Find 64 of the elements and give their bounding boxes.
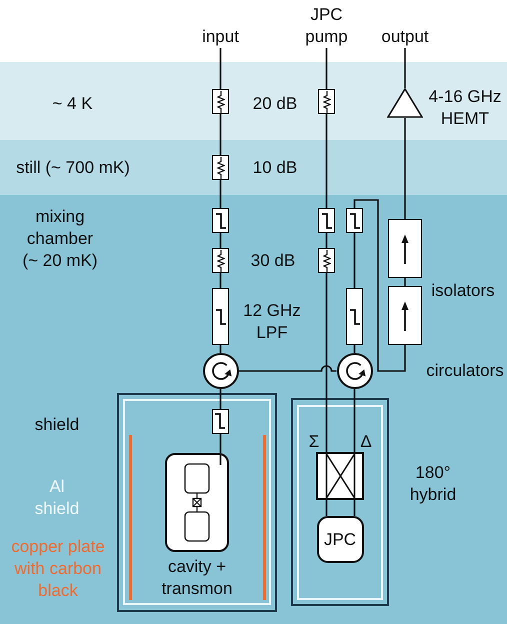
wire <box>220 48 222 89</box>
wire <box>220 233 222 248</box>
filter-box <box>212 288 229 345</box>
component-label: 12 GHz LPF <box>242 300 302 344</box>
component-label: isolators <box>430 280 496 302</box>
circulator-circle <box>336 353 372 389</box>
wire <box>354 389 356 452</box>
temperature-band <box>0 195 507 624</box>
wire <box>326 48 328 89</box>
component-label: 4-16 GHz HEMT <box>428 86 502 130</box>
attenuator-box <box>318 248 335 273</box>
port-label: JPC pump <box>296 4 357 48</box>
wire <box>220 180 222 208</box>
filter-box <box>346 208 363 233</box>
component-label: circulators <box>425 360 505 382</box>
shield-label: shield <box>34 414 80 436</box>
circulator-circle <box>202 353 238 389</box>
wire <box>404 118 406 219</box>
wire <box>326 500 328 516</box>
attenuator-box <box>318 89 335 114</box>
attenuation-label: 10 dB <box>252 157 298 179</box>
filter-box <box>212 408 228 434</box>
filter-box <box>318 208 335 233</box>
port-label: Δ <box>359 431 373 451</box>
wire <box>354 199 406 372</box>
filter-box <box>346 288 363 345</box>
wire <box>220 273 222 288</box>
wire <box>220 114 222 155</box>
amplifier-triangle <box>387 88 423 118</box>
component-label: cavity + transmon <box>160 556 234 600</box>
wire <box>220 389 222 409</box>
port-label: Σ <box>308 431 320 451</box>
wire <box>354 233 356 288</box>
port-label: input <box>190 26 251 48</box>
wire <box>238 365 336 372</box>
wire <box>220 434 222 453</box>
wire <box>326 233 328 248</box>
stage-label: still (~ 700 mK) <box>15 157 131 179</box>
port-label: output <box>370 26 440 48</box>
stage-label: ~ 4 K <box>51 93 94 115</box>
wire <box>326 114 328 208</box>
wire <box>354 345 356 353</box>
plate-label: copper plate with carbon black <box>10 536 106 602</box>
jpc-box: JPC <box>316 516 364 562</box>
isolator-box <box>388 219 422 278</box>
stage-label: mixing chamber (~ 20 mK) <box>21 206 99 272</box>
inner-shield-box <box>296 404 382 600</box>
attenuator-box <box>212 89 229 114</box>
wire <box>326 273 328 452</box>
attenuator-box <box>212 155 229 180</box>
attenuation-label: 20 dB <box>252 93 298 115</box>
outer-shield-box <box>291 398 389 606</box>
temperature-band <box>0 62 507 140</box>
wire <box>404 278 406 286</box>
attenuation-label: 30 dB <box>250 250 296 272</box>
attenuator-box <box>212 248 229 273</box>
wire <box>404 48 406 88</box>
shield-label: Al shield <box>34 476 80 520</box>
wire <box>220 345 222 353</box>
temperature-band <box>0 140 507 195</box>
wire <box>354 500 356 516</box>
filter-box <box>212 208 229 233</box>
component-label: 180° hybrid <box>408 462 458 506</box>
isolator-box <box>388 286 422 345</box>
